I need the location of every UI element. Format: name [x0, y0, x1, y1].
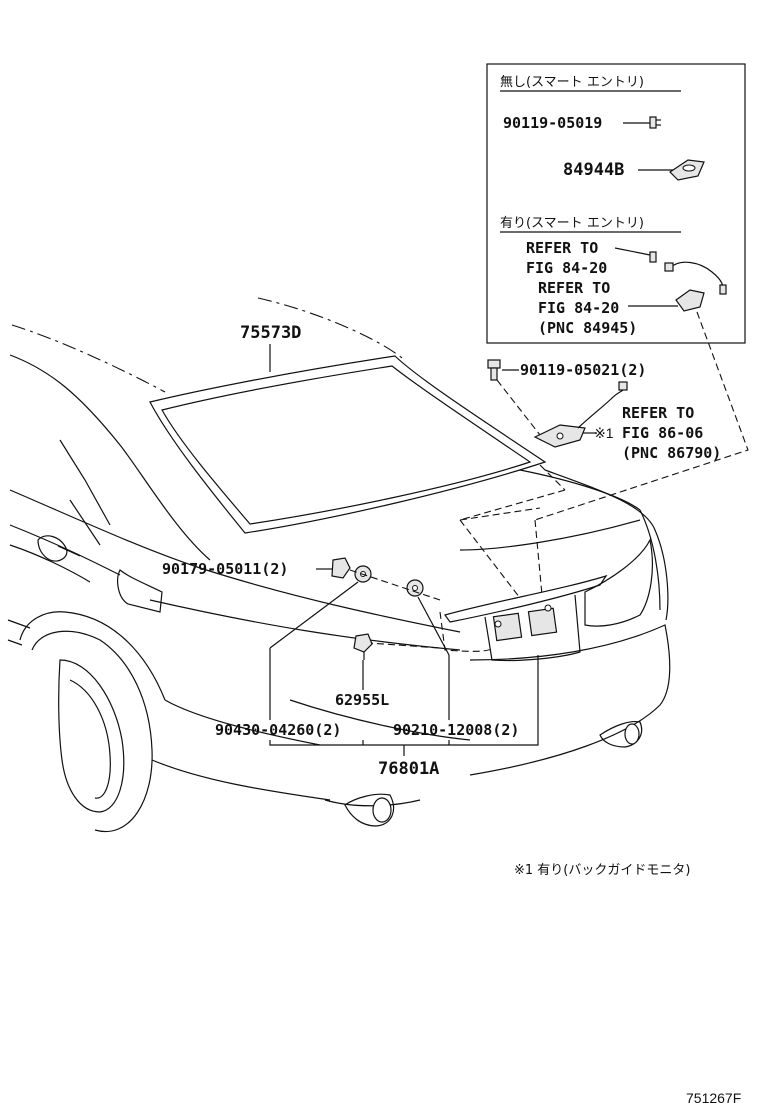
cover-part-icon [669, 159, 705, 181]
refer3-line1: REFER TO [622, 404, 694, 422]
label-75573D: 75573D [240, 323, 301, 343]
switch-part-icon [664, 261, 727, 312]
label-90430-04260: 90430-04260(2) [215, 721, 341, 739]
label-90210-12008: 90210-12008(2) [393, 721, 519, 739]
inset-box [486, 63, 746, 344]
refer2-line3: (PNC 84945) [538, 319, 637, 337]
grommet-icon [406, 579, 424, 597]
camera-part-icon [533, 381, 628, 448]
footnote: ※1 有り(バックガイドモニタ) [514, 863, 690, 878]
car-body-outline [7, 297, 671, 833]
nut-icon [331, 557, 351, 579]
clip-icon [353, 633, 373, 660]
screw-icon [649, 116, 661, 129]
refer3-line3: (PNC 86790) [622, 444, 721, 462]
refer2-line2: FIG 84-20 [538, 299, 619, 317]
screw-icon [649, 251, 657, 263]
refer1-line2: FIG 84-20 [526, 259, 607, 277]
bolt-icon [487, 359, 501, 381]
label-62955L: 62955L [335, 691, 389, 709]
refer3-line2: FIG 86-06 [622, 424, 703, 442]
refer1-line1: REFER TO [526, 239, 598, 257]
label-90179-05011: 90179-05011(2) [162, 560, 288, 578]
inset-title-without-smart-entry: 無し(スマート エントリ) [500, 75, 644, 90]
label-84944B: 84944B [563, 160, 624, 180]
diagram-code: 751267F [686, 1090, 741, 1106]
label-76801A: 76801A [378, 759, 439, 779]
weatherstrip-75573D [149, 355, 547, 534]
note-mark-1: ※1 [594, 425, 614, 441]
refer2-line1: REFER TO [538, 279, 610, 297]
label-90119-05019: 90119-05019 [503, 114, 602, 132]
inset-title-with-smart-entry: 有り(スマート エントリ) [500, 216, 644, 231]
label-90119-05021: 90119-05021(2) [520, 361, 646, 379]
